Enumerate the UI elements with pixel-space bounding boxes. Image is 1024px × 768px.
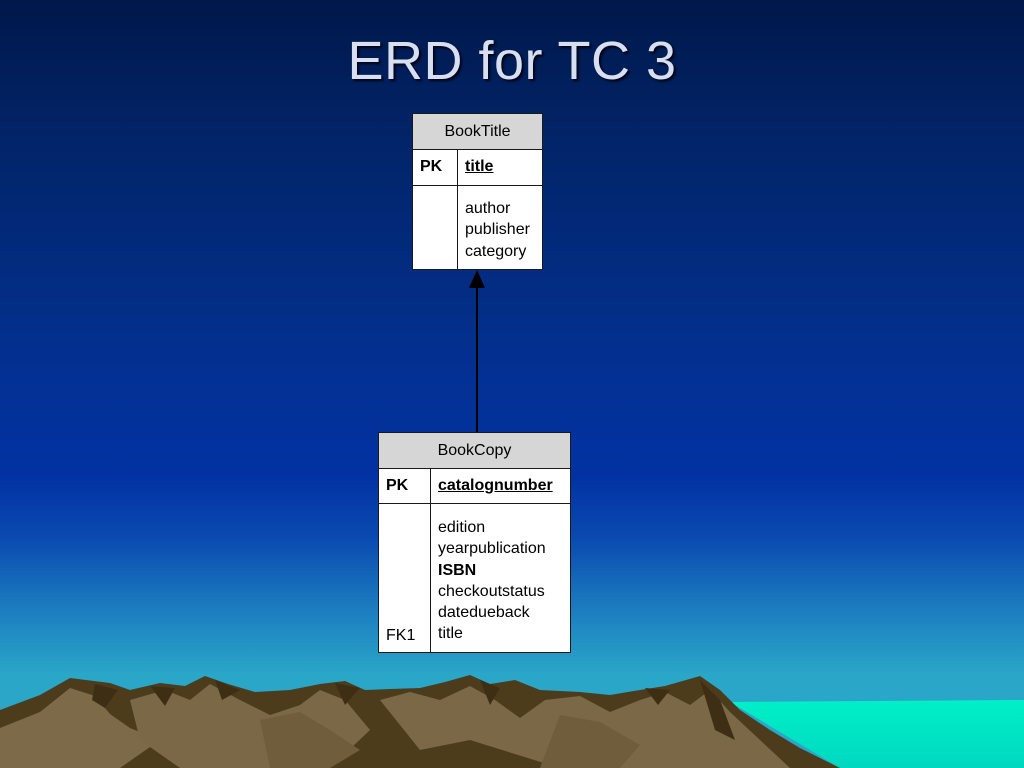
attribute: publisher — [465, 221, 530, 239]
entity-name: BookCopy — [379, 433, 570, 469]
entity-attributes-row: FK1 edition yearpublication ISBN checkou… — [379, 504, 570, 652]
attribute-isbn: ISBN — [438, 561, 477, 579]
mountain-shadow-4 — [335, 683, 360, 705]
entity-pk-row: PK catalognumber — [379, 469, 570, 504]
mountain-shadow-3 — [215, 680, 240, 700]
pk-attribute: title — [465, 158, 494, 175]
attribute-fk-title: title — [438, 625, 463, 643]
attribute: edition — [438, 519, 486, 536]
attribute: author — [465, 200, 511, 217]
pk-attribute-cell: catalognumber — [431, 469, 570, 503]
pk-attribute-cell: title — [458, 150, 542, 185]
mountain-shadow-7 — [700, 680, 735, 740]
entity-pk-row: PK title — [413, 150, 542, 186]
entity-name: BookTitle — [413, 114, 542, 150]
mountain-shadow-1 — [92, 684, 118, 708]
attribute: datedueback — [438, 604, 530, 622]
mountain-shadow-5 — [480, 680, 500, 705]
pk-label: PK — [379, 469, 431, 503]
entity-bookcopy[interactable]: BookCopy PK catalognumber FK1 edition ye… — [378, 432, 571, 653]
attribute-list: edition yearpublication ISBN checkoutsta… — [431, 504, 570, 652]
mountain-ridge-1 — [0, 688, 160, 768]
fk-label: FK1 — [386, 627, 416, 644]
mountain-ridge-5 — [540, 715, 640, 768]
mountain-ridge-4 — [260, 712, 360, 768]
slide-title: ERD for TC 3 — [347, 31, 677, 91]
attribute: checkoutstatus — [438, 582, 545, 600]
attribute: yearpublication — [438, 540, 546, 558]
entity-booktitle[interactable]: BookTitle PK title author publisher cate… — [412, 113, 543, 270]
key-column — [413, 186, 458, 269]
mountain-shadow-2 — [150, 686, 175, 706]
key-column: FK1 — [379, 504, 431, 652]
attribute: category — [465, 242, 527, 260]
pk-label: PK — [413, 150, 458, 185]
entity-attributes-row: author publisher category — [413, 186, 542, 269]
attribute-list: author publisher category — [458, 186, 542, 269]
pk-attribute: catalognumber — [438, 477, 553, 494]
mountain-shadow-6 — [645, 688, 670, 705]
sea-shape — [730, 700, 1024, 768]
